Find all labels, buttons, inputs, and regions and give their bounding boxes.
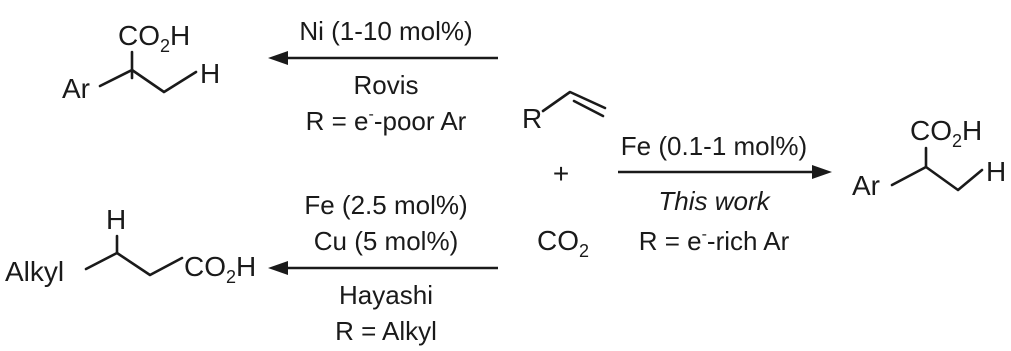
double-bond-line	[572, 99, 605, 118]
top-arrow-author: Rovis	[353, 70, 418, 100]
hydrogen-label: H	[200, 58, 220, 89]
hydrogen-label: H	[106, 204, 126, 235]
branched-acid-product-right: CO2H Ar H	[852, 115, 1006, 201]
top-arrow-catalyst: Ni (1-10 mol%)	[299, 16, 472, 46]
hydrogen-label: H	[986, 156, 1006, 187]
bond	[541, 90, 607, 113]
carboxyl-label: CO2H	[118, 20, 190, 56]
alkyl-label: Alkyl	[5, 256, 64, 287]
arrow-head	[812, 165, 832, 179]
aryl-label: Ar	[852, 170, 880, 201]
arrow-head	[268, 261, 288, 275]
branched-acid-product-left: CO2H Ar H	[62, 20, 220, 104]
bottom-arrow-catalyst-fe: Fe (2.5 mol%)	[304, 190, 467, 220]
aryl-label: Ar	[62, 73, 90, 104]
bottom-arrow-catalyst-cu: Cu (5 mol%)	[314, 226, 458, 256]
r-group-label: R	[522, 103, 542, 134]
plus-sign: +	[553, 158, 569, 189]
co2-label: CO2	[537, 225, 589, 261]
right-arrow-catalyst: Fe (0.1-1 mol%)	[621, 131, 807, 161]
carboxyl-label: CO2H	[910, 115, 982, 151]
top-reaction-arrow	[268, 51, 498, 65]
top-arrow-scope: R = e--poor Ar	[306, 106, 467, 136]
bottom-arrow-scope: R = Alkyl	[335, 316, 437, 346]
carboxyl-label: CO2H	[184, 251, 256, 287]
right-reaction-arrow	[618, 165, 832, 179]
linear-acid-product: H Alkyl CO2H	[5, 204, 256, 287]
bottom-reaction-arrow	[268, 261, 498, 275]
right-arrow-scope: R = e--rich Ar	[639, 226, 790, 256]
bond	[890, 165, 984, 192]
right-arrow-label: This work	[658, 186, 771, 216]
bottom-arrow-author: Hayashi	[339, 280, 433, 310]
bond	[84, 251, 184, 277]
arrow-head	[268, 51, 288, 65]
bond	[98, 68, 198, 94]
alkene-substrate: R	[522, 90, 607, 134]
